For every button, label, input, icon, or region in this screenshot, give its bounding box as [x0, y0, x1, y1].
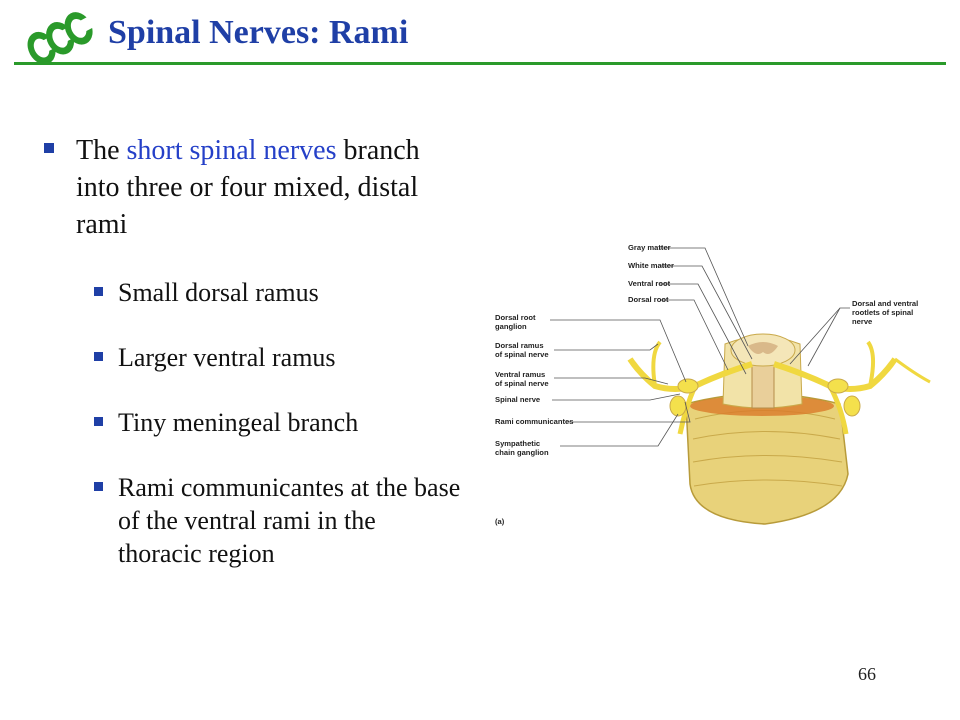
sub-bullet: Tiny meningeal branch [44, 406, 464, 439]
label-dorsal-ramus: of spinal nerve [495, 350, 549, 359]
label-dorsal-root-ganglion: Dorsal root [495, 313, 536, 322]
label-rootlets: Dorsal and ventral [852, 299, 918, 308]
label-ventral-root: Ventral root [628, 279, 671, 288]
ecc-logo-icon [27, 12, 94, 64]
figure-panel-label: (a) [495, 517, 505, 526]
label-sympathetic-ganglion: chain ganglion [495, 448, 549, 457]
square-bullet-icon [94, 417, 103, 426]
square-bullet-icon [94, 482, 103, 491]
slide-title: Spinal Nerves: Rami [108, 14, 409, 51]
main-bullet-prefix: The [76, 135, 127, 166]
main-bullet-suffix: branch into three or four mixed, distal … [76, 135, 420, 240]
label-gray-matter: Gray matter [628, 243, 671, 252]
sub-bullet-text: Small dorsal ramus [118, 278, 319, 307]
label-ventral-ramus: of spinal nerve [495, 379, 549, 388]
sub-bullet: Small dorsal ramus [44, 276, 464, 309]
label-white-matter: White matter [628, 261, 674, 270]
label-rami-communicantes: Rami communicantes [495, 417, 574, 426]
label-sympathetic-ganglion: Sympathetic [495, 439, 540, 448]
sub-bullet: Rami communicantes at the base of the ve… [44, 471, 464, 570]
sub-bullet-text: Tiny meningeal branch [118, 408, 359, 437]
bullet-list: The short spinal nerves branch into thre… [44, 132, 464, 570]
label-dorsal-root-ganglion: ganglion [495, 322, 527, 331]
square-bullet-icon [94, 352, 103, 361]
label-ventral-ramus: Ventral ramus [495, 370, 545, 379]
main-bullet-highlight: short spinal nerves [126, 135, 337, 166]
title-divider [14, 62, 946, 65]
label-rootlets: rootlets of spinal [852, 308, 913, 317]
label-spinal-nerve: Spinal nerve [495, 395, 540, 404]
sub-bullet-text: Rami communicantes at the base of the ve… [118, 473, 461, 568]
page-number: 66 [858, 664, 876, 684]
sub-bullet-text: Larger ventral ramus [118, 343, 336, 372]
label-rootlets: nerve [852, 317, 872, 326]
label-dorsal-root: Dorsal root [628, 295, 669, 304]
label-dorsal-ramus: Dorsal ramus [495, 341, 544, 350]
sub-bullet: Larger ventral ramus [44, 341, 464, 374]
square-bullet-icon [44, 143, 54, 153]
square-bullet-icon [94, 287, 103, 296]
main-bullet: The short spinal nerves branch into thre… [44, 132, 464, 243]
spinal-nerve-illustration: Gray matter White matter Ventral root Do… [495, 243, 931, 526]
